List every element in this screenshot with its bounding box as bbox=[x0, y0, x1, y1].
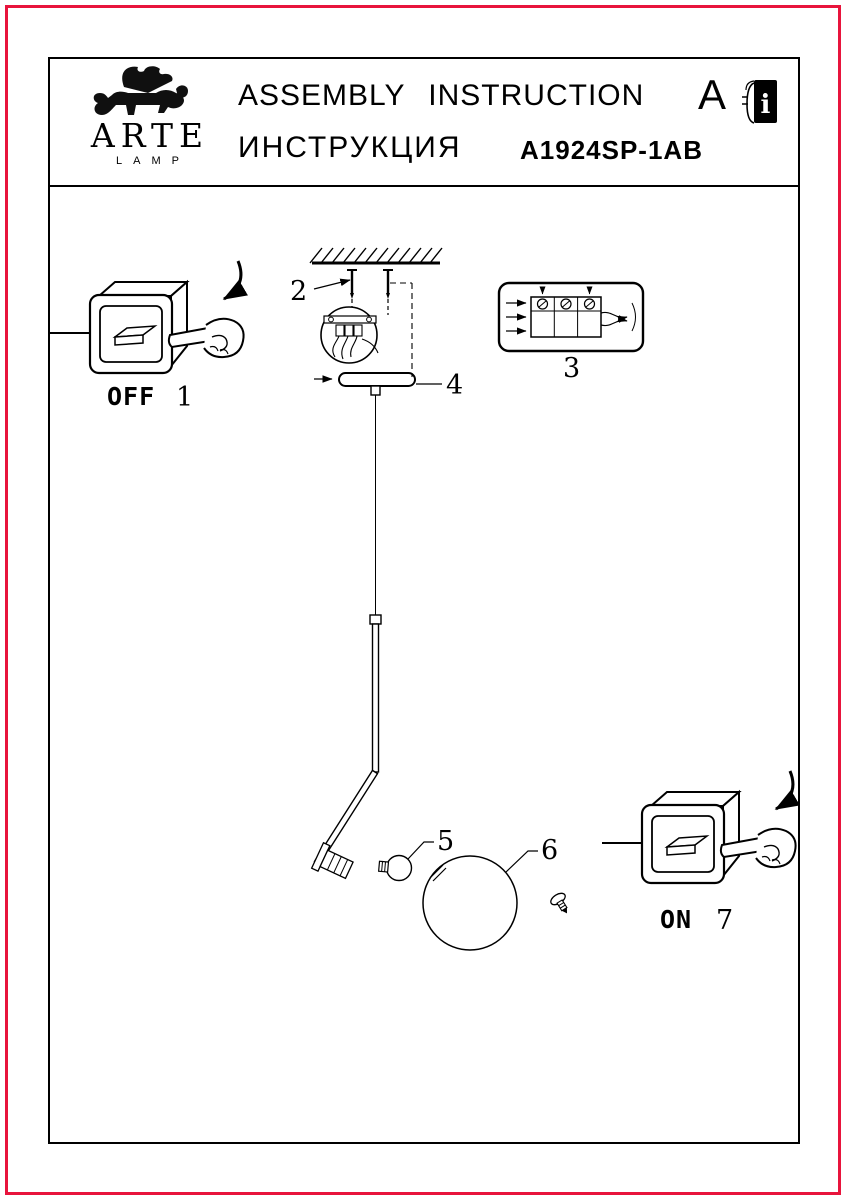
mounting-screws bbox=[347, 269, 393, 315]
wall-switch-off bbox=[50, 261, 244, 373]
step7-number: 7 bbox=[716, 905, 733, 936]
mounting-bracket-detail bbox=[320, 306, 379, 364]
step2-callout: 2 bbox=[290, 276, 351, 307]
step4-callout: 4 bbox=[390, 282, 463, 401]
manual-booklet-icon: i bbox=[742, 80, 777, 124]
manual-icon-letter: i bbox=[761, 90, 771, 120]
step2-label: 2 bbox=[290, 276, 307, 307]
brand-name: ARTE bbox=[90, 116, 210, 155]
step5-callout: 5 bbox=[407, 826, 454, 860]
wall-switch-on bbox=[602, 771, 796, 883]
title-russian: ИНСТРУКЦИЯ bbox=[238, 131, 462, 164]
lamp-socket bbox=[310, 841, 354, 880]
step5-label: 5 bbox=[437, 826, 454, 857]
light-bulb bbox=[377, 854, 413, 882]
section-letter: A bbox=[698, 71, 727, 118]
step4-label: 4 bbox=[446, 370, 463, 401]
ceiling-hatch bbox=[309, 247, 443, 265]
model-number: A1924SP-1AB bbox=[520, 135, 703, 165]
header: ARTE LAMP ASSEMBLY INSTRUCTION ИНСТРУКЦИ… bbox=[50, 59, 798, 187]
canopy bbox=[314, 372, 416, 396]
brand-subtitle: LAMP bbox=[116, 155, 190, 167]
title-english: ASSEMBLY INSTRUCTION bbox=[238, 79, 645, 112]
winged-lion-icon bbox=[93, 66, 188, 115]
finial-screw bbox=[550, 892, 568, 914]
step6-callout: 6 bbox=[505, 835, 558, 873]
step1-number: 1 bbox=[176, 382, 193, 413]
inner-sheet-frame: ARTE LAMP ASSEMBLY INSTRUCTION ИНСТРУКЦИ… bbox=[48, 57, 800, 1144]
step3-label: 3 bbox=[563, 353, 580, 384]
arte-lamp-logo: ARTE LAMP bbox=[68, 63, 228, 183]
step1-label-off: OFF bbox=[107, 382, 155, 411]
suspension-rod bbox=[313, 395, 382, 866]
step7-label-on: ON bbox=[660, 905, 692, 934]
step6-label: 6 bbox=[541, 835, 558, 866]
terminal-block-panel bbox=[497, 281, 645, 353]
assembly-diagram: 2 bbox=[50, 247, 798, 951]
glass-globe bbox=[422, 855, 518, 951]
